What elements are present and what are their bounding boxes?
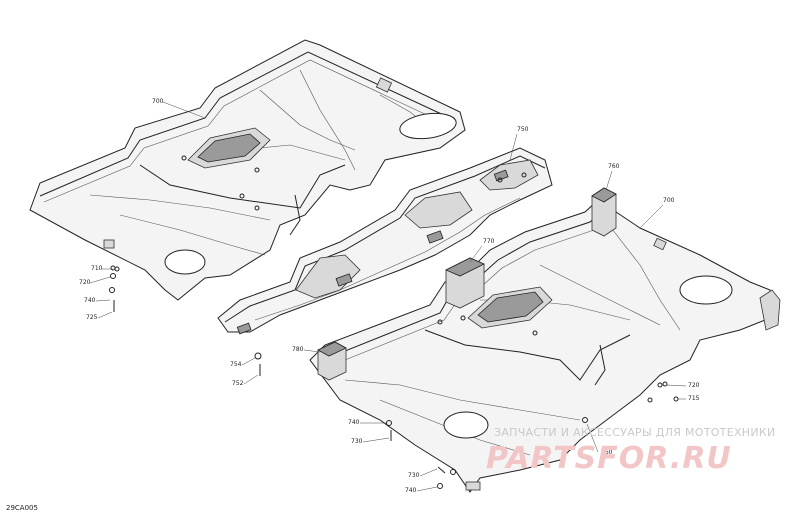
part-label-715: 715	[688, 395, 700, 402]
part-label-710: 710	[91, 265, 103, 272]
part-label-740: 740	[84, 297, 96, 304]
part-label-700: 700	[663, 197, 675, 204]
foam-block-760	[591, 187, 617, 237]
part-label-740: 740	[405, 487, 417, 494]
part-label-730: 730	[408, 472, 420, 479]
foam-block-770	[445, 257, 485, 309]
watermark-logo: PARTSFOR.RU	[486, 441, 732, 476]
part-label-860: 860	[601, 449, 613, 456]
floor-panel-right	[309, 187, 781, 493]
watermark: ЗАПЧАСТИ И АКСЕССУАРЫ ДЛЯ МОТОТЕХНИКИ PA…	[486, 426, 776, 476]
part-label-754: 754	[230, 361, 242, 368]
part-label-740: 740	[348, 419, 360, 426]
leader-lines	[89, 101, 687, 492]
part-label-752: 752	[232, 380, 244, 387]
tunnel-cover-center	[217, 147, 553, 335]
part-label-700: 700	[152, 98, 164, 105]
foam-block-780	[317, 341, 347, 381]
part-label-750: 750	[517, 126, 529, 133]
figure-code: 29CA005	[6, 504, 38, 512]
part-label-730: 730	[351, 438, 363, 445]
part-label-770: 770	[483, 238, 495, 245]
part-label-725: 725	[86, 314, 98, 321]
hardware	[109, 266, 679, 489]
part-label-720: 720	[79, 279, 91, 286]
part-label-760: 760	[608, 163, 620, 170]
part-label-780: 780	[292, 346, 304, 353]
part-label-720: 720	[688, 382, 700, 389]
watermark-tagline: ЗАПЧАСТИ И АКСЕССУАРЫ ДЛЯ МОТОТЕХНИКИ	[494, 426, 776, 439]
floor-panel-left	[29, 39, 466, 301]
